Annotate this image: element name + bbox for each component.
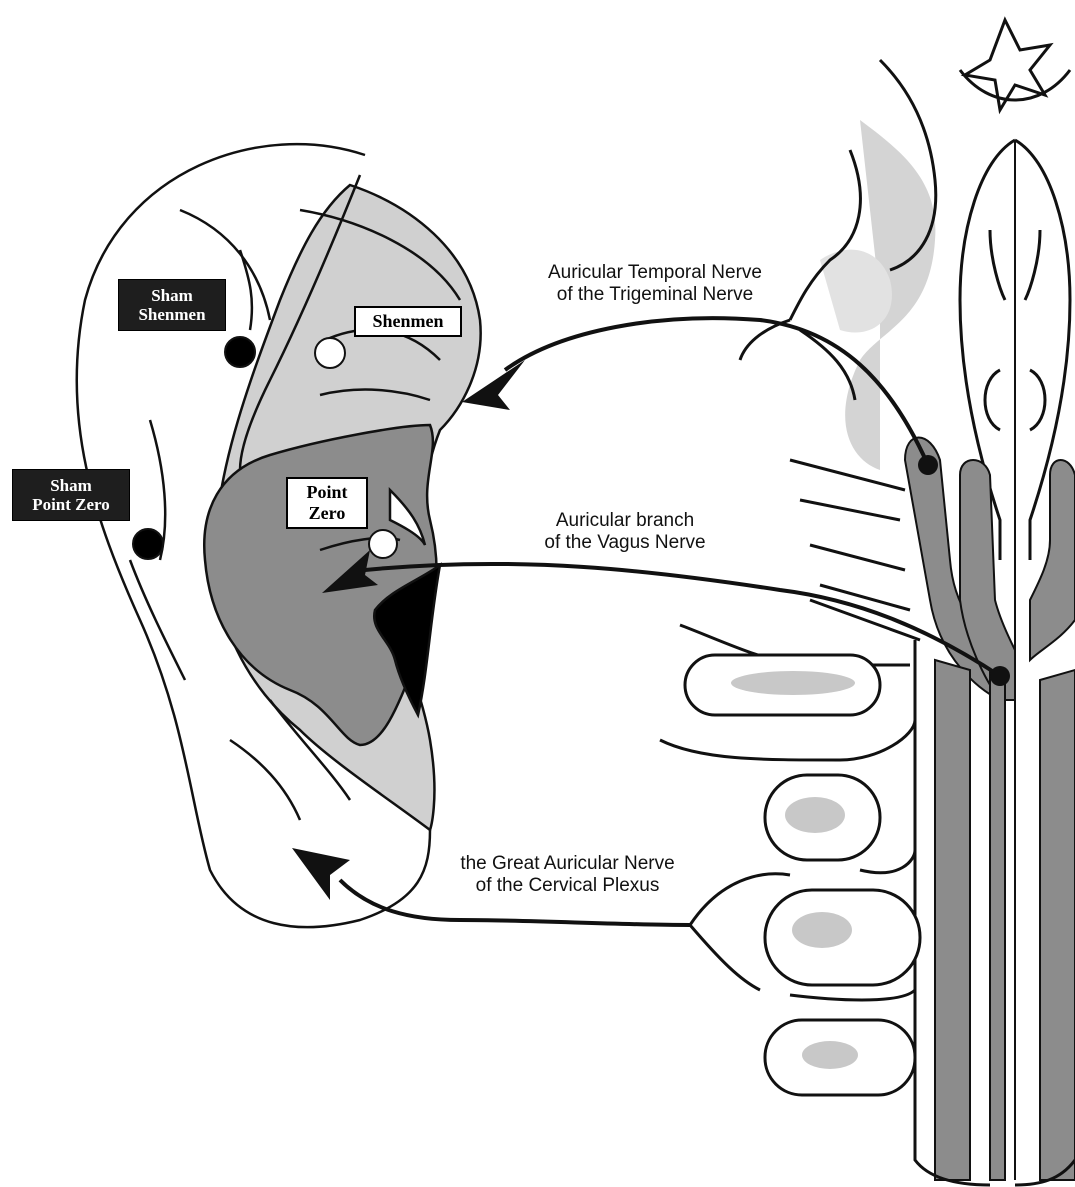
sham-point-zero-marker bbox=[133, 529, 163, 559]
shenmen-marker bbox=[315, 338, 345, 368]
vagus-nerve-label: Auricular branch of the Vagus Nerve bbox=[500, 510, 750, 554]
cervical-nerve-label: the Great Auricular Nerve of the Cervica… bbox=[430, 853, 705, 897]
point-zero-line2: Zero bbox=[296, 503, 358, 524]
vagus-nerve-path bbox=[365, 564, 1000, 676]
shenmen-label: Shenmen bbox=[354, 306, 462, 337]
point-zero-marker bbox=[369, 530, 397, 558]
sham-shenmen-line2: Shenmen bbox=[127, 305, 217, 324]
sham-point-zero-line2: Point Zero bbox=[21, 495, 121, 514]
cervical-label-line1: the Great Auricular Nerve bbox=[430, 853, 705, 875]
cervical-label-line2: of the Cervical Plexus bbox=[430, 875, 705, 897]
trigeminal-label-line1: Auricular Temporal Nerve bbox=[520, 262, 790, 284]
trigeminal-nucleus-dot bbox=[918, 455, 938, 475]
trigeminal-label-line2: of the Trigeminal Nerve bbox=[520, 284, 790, 306]
vagus-label-line1: Auricular branch bbox=[500, 510, 750, 532]
vagus-nucleus-dot bbox=[990, 666, 1010, 686]
sham-point-zero-label: Sham Point Zero bbox=[12, 469, 130, 521]
point-zero-line1: Point bbox=[296, 482, 358, 503]
sham-point-zero-line1: Sham bbox=[21, 476, 121, 495]
sham-shenmen-line1: Sham bbox=[127, 286, 217, 305]
sham-shenmen-label: Sham Shenmen bbox=[118, 279, 226, 331]
sham-shenmen-marker bbox=[225, 337, 255, 367]
point-zero-label: Point Zero bbox=[286, 477, 368, 529]
vagus-label-line2: of the Vagus Nerve bbox=[500, 532, 750, 554]
shenmen-line1: Shenmen bbox=[364, 311, 452, 332]
brainstem-structure bbox=[680, 20, 1075, 1185]
trigeminal-nerve-label: Auricular Temporal Nerve of the Trigemin… bbox=[520, 262, 790, 306]
